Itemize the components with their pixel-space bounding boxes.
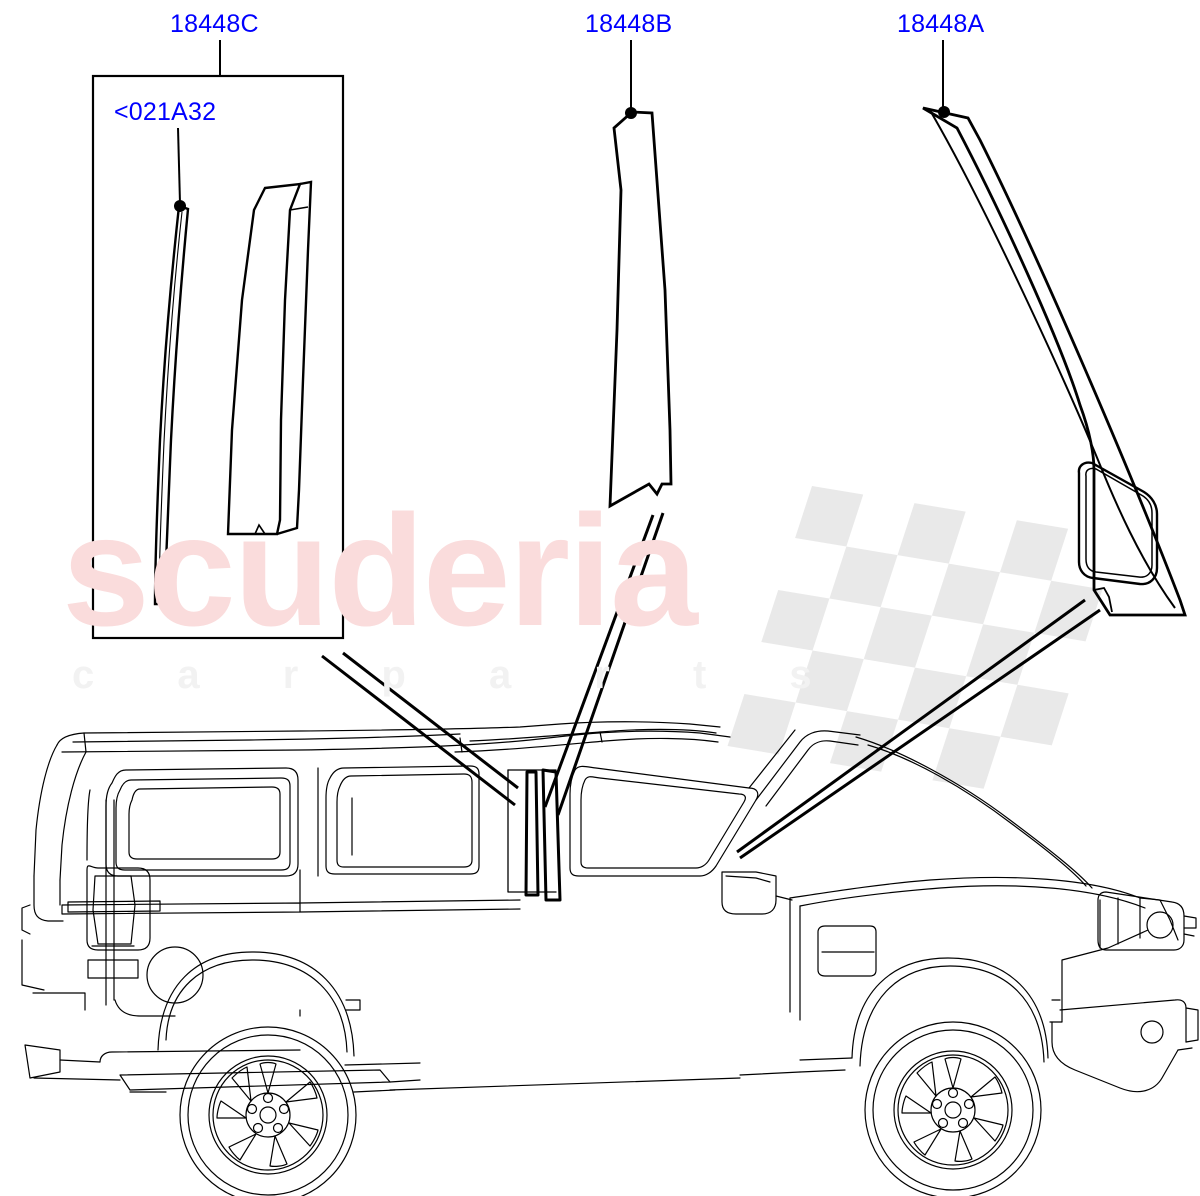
watermark-tagline: c a r p a r t s	[72, 653, 848, 697]
leader-line-c-to-vehicle-2	[342, 651, 519, 790]
part-b-pillar-applique	[608, 110, 673, 509]
part-group-18448C	[91, 40, 345, 640]
leader-line-b-to-vehicle-2	[556, 512, 665, 816]
leader-line-021A32	[177, 127, 181, 204]
part-group-18448A	[922, 40, 1187, 617]
part-a-pillar-quarter-applique	[922, 106, 1187, 617]
rear-wheel	[179, 1026, 357, 1196]
callout-label-18448c[interactable]: 18448C	[170, 10, 259, 38]
callout-label-18448b[interactable]: 18448B	[585, 10, 673, 38]
vehicle-illustration	[21, 721, 1199, 1196]
leader-line-c-to-vehicle-1	[321, 654, 516, 807]
watermark-brand: scuderia	[62, 483, 698, 659]
part-b-pillar-applique-boxed	[226, 180, 313, 536]
leader-line-b-to-vehicle-1	[543, 514, 655, 808]
leader-line-a-to-vehicle-2	[739, 608, 1101, 860]
part-box-18448C	[91, 74, 345, 640]
part-group-18448B	[608, 40, 673, 509]
callout-label-021a32[interactable]: <021A32	[114, 98, 217, 126]
checkered-flag-watermark	[727, 486, 1103, 789]
part-weatherstrip-moulding	[153, 204, 190, 606]
leader-line-a-to-vehicle-1	[736, 598, 1086, 854]
callout-label-18448a[interactable]: 18448A	[897, 10, 985, 38]
assembly-leader-lines	[321, 512, 1101, 860]
front-wheel	[864, 1021, 1042, 1196]
